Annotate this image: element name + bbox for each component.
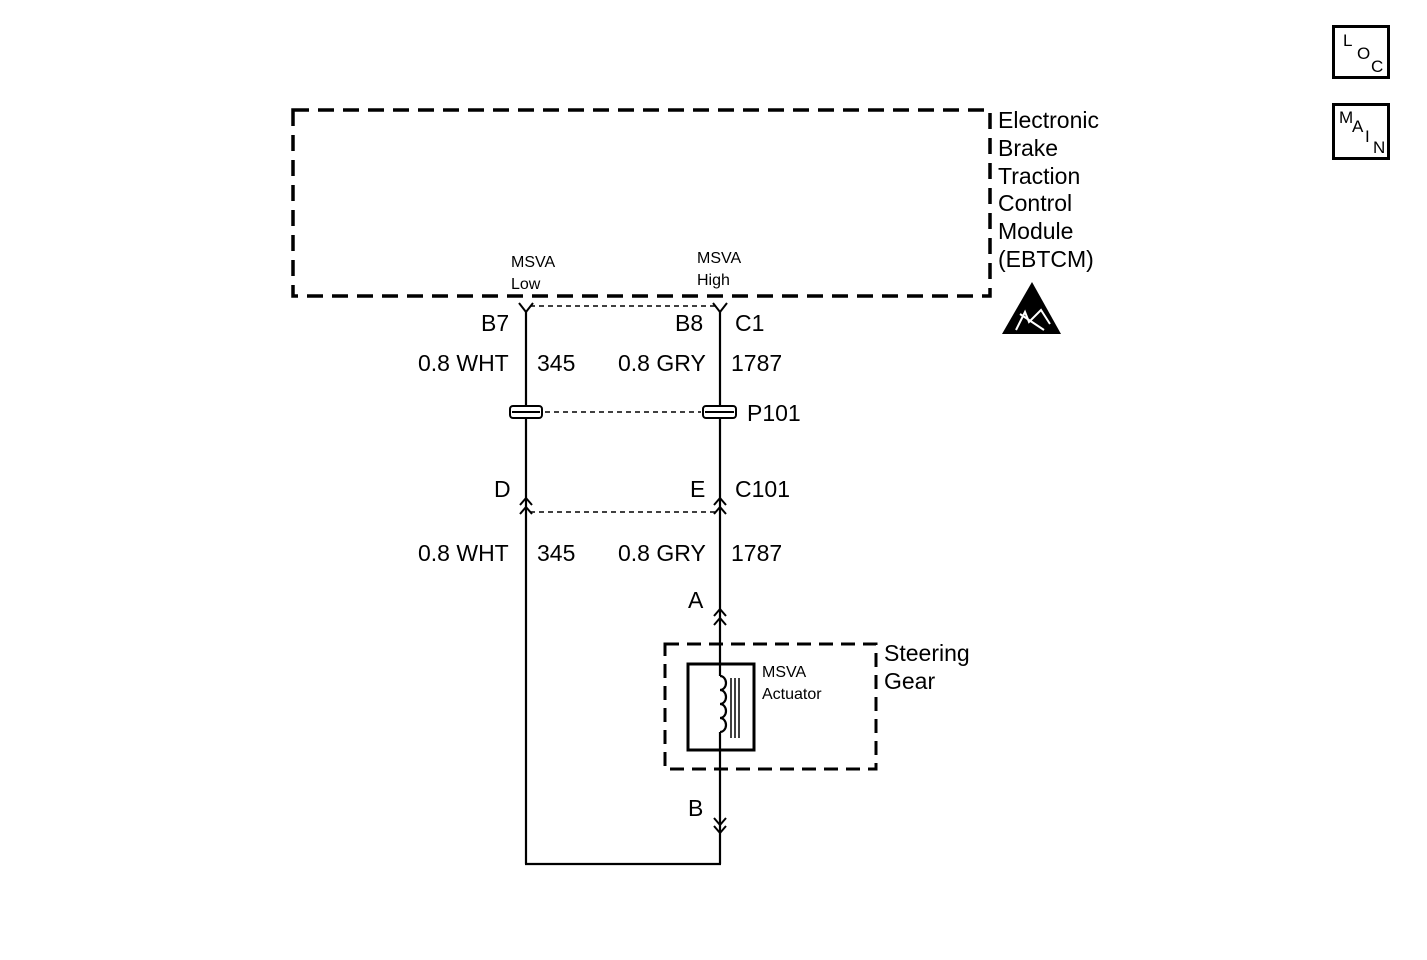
main-letter-m: M <box>1339 108 1354 127</box>
wire-upper-high-gauge: 0.8 GRY <box>618 350 706 376</box>
esd-warning-icon <box>1002 282 1061 334</box>
wire-lower-high-circuit: 1787 <box>731 540 782 566</box>
steering-gear-box <box>663 642 878 771</box>
ebtcm-title-line-5: Module <box>998 218 1073 244</box>
wire-upper-high-circuit: 1787 <box>731 350 782 376</box>
wire-lower-low-circuit: 345 <box>537 540 575 566</box>
ebtcm-title-line-4: Control <box>998 190 1072 216</box>
actuator-coil-icon <box>719 674 728 734</box>
ebtcm-module-box <box>291 108 992 298</box>
ebtcm-title-line-6: (EBTCM) <box>998 246 1094 272</box>
ebtcm-title: Electronic Brake Traction Control Module… <box>998 107 1105 272</box>
c1-connector-label: C1 <box>735 310 764 336</box>
main-letter-i: I <box>1365 127 1370 146</box>
pin-e-label: E <box>690 476 705 502</box>
ebtcm-title-line-3: Traction <box>998 163 1080 189</box>
pin-b-label: B <box>688 795 703 821</box>
wire-upper-low-circuit: 345 <box>537 350 575 376</box>
loc-letter-l: L <box>1343 31 1353 50</box>
steering-gear-pin-a-connector <box>713 607 727 626</box>
main-letter-n: N <box>1373 138 1386 157</box>
msva-low-label: MSVA Low <box>511 254 559 293</box>
pin-b8-label: B8 <box>675 310 703 336</box>
actuator-core-icon <box>730 678 740 738</box>
p101-grommet-high <box>702 405 737 419</box>
wire-lower-high-gauge: 0.8 GRY <box>618 540 706 566</box>
steering-gear-title: Steering Gear <box>884 640 976 694</box>
main-button[interactable]: M A I N <box>1332 103 1390 160</box>
c101-label: C101 <box>735 476 790 502</box>
main-letter-a: A <box>1352 117 1364 136</box>
pin-a-label: A <box>688 587 704 613</box>
msva-high-label: MSVA High <box>697 250 745 289</box>
wire-lower-low-gauge: 0.8 WHT <box>418 540 509 566</box>
loc-letter-o: O <box>1357 44 1371 63</box>
steering-gear-pin-b-connector <box>713 817 727 835</box>
ebtcm-title-line-2: Brake <box>998 135 1058 161</box>
pin-b7-label: B7 <box>481 310 509 336</box>
p101-grommet-low <box>509 405 543 419</box>
c101-connector <box>519 496 727 515</box>
loc-letter-c: C <box>1371 57 1384 76</box>
ebtcm-title-line-1: Electronic <box>998 107 1099 133</box>
pin-d-label: D <box>494 476 511 502</box>
p101-label: P101 <box>747 400 801 426</box>
msva-actuator-label: MSVA Actuator <box>762 664 822 703</box>
loc-button[interactable]: L O C <box>1332 25 1390 79</box>
wire-upper-low-gauge: 0.8 WHT <box>418 350 509 376</box>
